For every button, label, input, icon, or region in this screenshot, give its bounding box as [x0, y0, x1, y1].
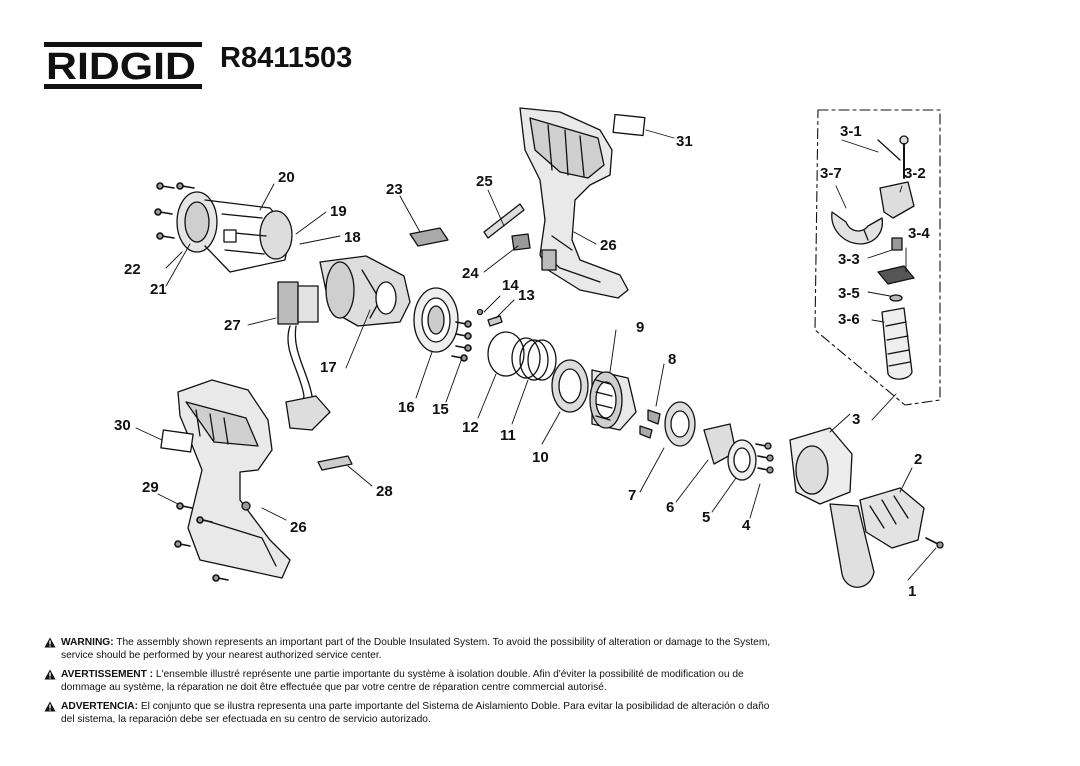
part-label-26-top: 26 [600, 237, 617, 254]
motor-assembly [176, 191, 293, 273]
model-number: R8411503 [220, 42, 353, 74]
part-label-31: 31 [676, 133, 693, 150]
part-label-20: 20 [278, 169, 295, 186]
part-label-19: 19 [330, 203, 347, 220]
ridgid-logo: RIDGID [44, 42, 202, 89]
part-number-labels: 31 20 19 18 22 21 27 23 25 26 24 14 13 1… [114, 123, 930, 600]
part-label-2: 2 [914, 451, 922, 468]
part-label-4: 4 [742, 517, 751, 534]
part-label-3-1: 3-1 [840, 123, 862, 140]
part-label-22: 22 [124, 261, 141, 278]
part-label-3-6: 3-6 [838, 311, 860, 328]
screws-22 [154, 182, 195, 240]
svg-text:RIDGID: RIDGID [46, 46, 196, 88]
part-14 [476, 308, 484, 316]
part-label-14: 14 [502, 277, 519, 294]
gear-case-parts [703, 423, 774, 481]
part-label-5: 5 [702, 509, 710, 526]
part-label-21: 21 [150, 281, 167, 298]
part-label-18: 18 [344, 229, 361, 246]
part-label-9: 9 [636, 319, 644, 336]
clutch-housing [551, 359, 696, 447]
warning-note-fr: AVERTISSEMENT : L'ensemble illustré repr… [44, 668, 784, 694]
part-label-15: 15 [432, 401, 449, 418]
part-label-26-bottom: 26 [290, 519, 307, 536]
part-label-8: 8 [668, 351, 676, 368]
label-sticker-31 [612, 113, 646, 137]
part-label-30: 30 [114, 417, 131, 434]
avertissement-text: AVERTISSEMENT : L'ensemble illustré repr… [61, 669, 744, 693]
part-label-24: 24 [462, 265, 479, 282]
part-label-3-7: 3-7 [820, 165, 842, 182]
part-label-3-3: 3-3 [838, 251, 860, 268]
screws-16 [451, 320, 472, 362]
part-label-23: 23 [386, 181, 403, 198]
part-label-3-2: 3-2 [904, 165, 926, 182]
part-label-17: 17 [320, 359, 337, 376]
part-label-3-5: 3-5 [838, 285, 860, 302]
warning-text: WARNING: The assembly shown represents a… [61, 637, 771, 661]
part-label-13: 13 [518, 287, 535, 304]
housing-right-half [519, 107, 629, 299]
part-13 [487, 315, 503, 327]
warning-triangle-icon [44, 701, 56, 712]
advertencia-text: ADVERTENCIA: El conjunto que se ilustra … [61, 701, 770, 725]
part-label-27: 27 [224, 317, 241, 334]
part-28 [317, 455, 353, 471]
part-23 [409, 227, 449, 247]
header: RIDGID R8411503 [44, 42, 444, 92]
clutch-springs [487, 331, 557, 381]
gearbox-assembly [319, 255, 459, 353]
part-25 [483, 203, 525, 239]
warning-note-en: WARNING: The assembly shown represents a… [44, 636, 784, 662]
warning-notes: WARNING: The assembly shown represents a… [44, 636, 784, 732]
part-24 [511, 233, 531, 251]
housing-left-half [177, 379, 291, 579]
part-label-29: 29 [142, 479, 159, 496]
switch-assembly [277, 281, 331, 431]
screws-29 [174, 502, 229, 582]
part-label-16: 16 [398, 399, 415, 416]
part-label-3: 3 [852, 411, 860, 428]
front-housing-chuck [789, 427, 944, 588]
part-label-12: 12 [462, 419, 479, 436]
part-label-6: 6 [666, 499, 674, 516]
part-label-3-4: 3-4 [908, 225, 930, 242]
warning-triangle-icon [44, 637, 56, 648]
part-label-28: 28 [376, 483, 393, 500]
leader-lines [135, 129, 937, 581]
part-label-25: 25 [476, 173, 493, 190]
warning-triangle-icon [44, 669, 56, 680]
warning-note-es: ADVERTENCIA: El conjunto que se ilustra … [44, 700, 784, 726]
side-handle-inset [814, 109, 941, 406]
label-sticker-30 [160, 429, 194, 453]
part-label-11: 11 [500, 427, 516, 444]
part-label-1: 1 [908, 583, 916, 600]
part-label-10: 10 [532, 449, 549, 466]
part-label-7: 7 [628, 487, 636, 504]
